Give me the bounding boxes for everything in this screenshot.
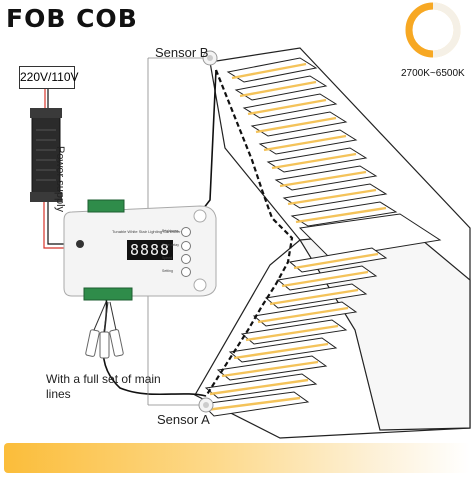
- sensor-a-device: [198, 397, 214, 413]
- color-temperature-ring: [405, 2, 461, 58]
- brand-logo: FOB COB: [6, 4, 138, 33]
- sensor-b-device: [202, 50, 218, 66]
- controller-display: 8888: [127, 240, 173, 260]
- main-lines-caption: With a full set of main lines: [46, 372, 161, 401]
- power-wires: [43, 88, 70, 249]
- upper-led-strips: [231, 62, 387, 224]
- color-gradient-bar: [4, 443, 470, 473]
- lower-led-strips: [205, 252, 379, 412]
- landing: [298, 213, 442, 259]
- voltage-label: 220V/110V: [19, 66, 79, 89]
- controller-title: Tunable White Stair Lighting Controller: [112, 229, 181, 234]
- sensor-a-label: Sensor A: [157, 412, 210, 427]
- sensor-b-label: Sensor B: [155, 45, 209, 60]
- controller-button-brightness: Brightness: [162, 229, 179, 233]
- color-temperature-label: 2700K~6500K: [401, 68, 465, 79]
- controller-button-speed: Speed: [162, 256, 173, 260]
- controller-button-time-delay: Time delay: [162, 243, 179, 247]
- controller-button-setting: Setting: [162, 269, 173, 273]
- power-supply-unit: [30, 108, 62, 202]
- power-supply-label: Power supply: [54, 146, 66, 213]
- cable-connectors: [85, 301, 124, 359]
